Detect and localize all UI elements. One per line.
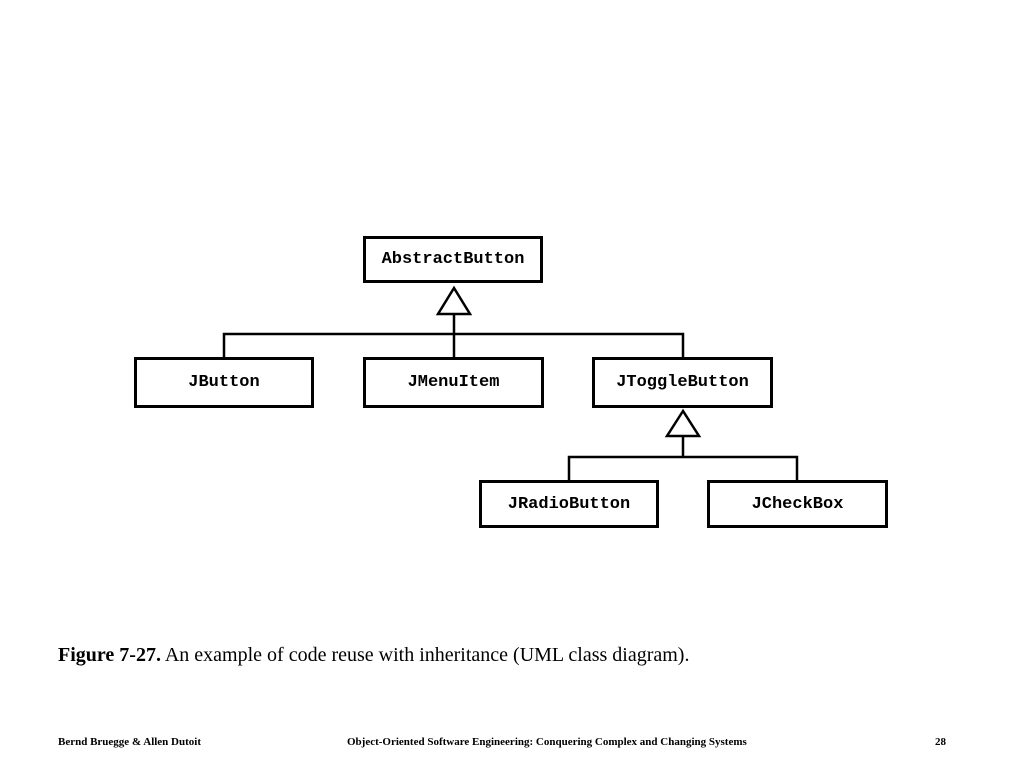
class-name: JButton	[188, 373, 260, 392]
footer-authors: Bernd Bruegge & Allen Dutoit	[58, 736, 201, 748]
class-jmenuitem: JMenuItem	[363, 357, 544, 408]
footer-book-title: Object-Oriented Software Engineering: Co…	[347, 736, 747, 748]
figure-caption-text: An example of code reuse with inheritanc…	[160, 644, 690, 666]
class-abstract-button: AbstractButton	[363, 236, 543, 283]
class-jtogglebutton: JToggleButton	[592, 357, 773, 408]
generalization-arrow-abstract	[435, 285, 473, 316]
class-jbutton: JButton	[134, 357, 314, 408]
class-name: JRadioButton	[507, 494, 631, 514]
class-name: JMenuItem	[407, 373, 500, 392]
generalization-arrow-toggle	[664, 408, 702, 438]
class-name: JCheckBox	[751, 494, 844, 514]
class-name: JToggleButton	[616, 373, 749, 392]
figure-label: Figure 7-27.	[58, 644, 161, 666]
footer-page-number: 28	[935, 736, 946, 748]
class-jradiobutton: JRadioButton	[479, 480, 659, 528]
class-name: AbstractButton	[381, 250, 525, 269]
connector-toggle-bus	[567, 455, 799, 481]
figure-caption: Figure 7-27. An example of code reuse wi…	[58, 644, 689, 667]
class-jcheckbox: JCheckBox	[707, 480, 888, 528]
connector-abstract-bus	[222, 332, 685, 358]
